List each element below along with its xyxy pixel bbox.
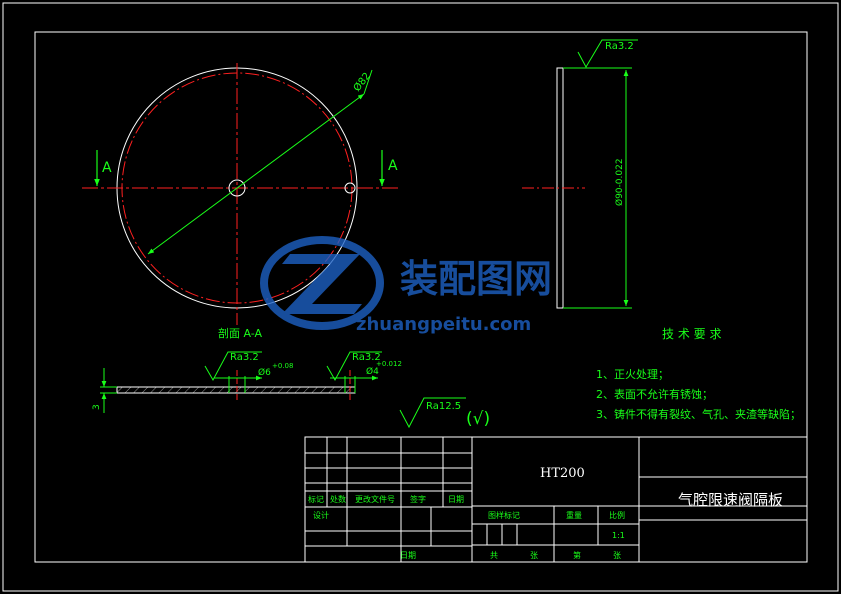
thickness-label: 3 [92, 404, 102, 410]
hole-right-dim-label: Ø4 [366, 366, 379, 377]
material-label: HT200 [540, 466, 585, 481]
rev-header-file: 更改文件号 [355, 494, 395, 504]
section-title: 剖面 A-A [218, 326, 263, 340]
sheet-total-label: 共 [490, 551, 498, 560]
requirement-item: 1、正火处理； [596, 368, 669, 381]
sheet-total-unit: 张 [530, 551, 538, 560]
diameter-leader [363, 69, 373, 95]
side-view: Ø90-0.022 Ra3.2 [522, 39, 638, 309]
row-date: 日期 [400, 551, 416, 560]
section-mark-right: A [388, 158, 398, 174]
rev-header-count: 处数 [330, 494, 346, 504]
rev-header-mark: 标记 [308, 494, 324, 504]
scale-value: 1:1 [612, 531, 625, 540]
rev-header-sign: 签字 [410, 494, 426, 504]
roughness-section-right-symbol [326, 351, 382, 382]
sheet-index-label: 第 [573, 550, 581, 560]
section-view: 剖面 A-A Ra3.2 Ø6 +0.08 Ra3.2 Ø4 +0.012 3 [92, 326, 402, 413]
general-roughness-label: Ra12.5 [426, 401, 461, 412]
hole-right-tol-label: +0.012 [376, 360, 402, 368]
part-name: 气腔限速阀隔板 [678, 491, 783, 509]
roughness-side-label: Ra3.2 [605, 41, 634, 52]
section-hatch [117, 387, 355, 393]
watermark-url: zhuangpeitu.com [356, 314, 531, 335]
front-view: Ø82 A A [82, 63, 398, 325]
rev-header-date: 日期 [448, 495, 464, 504]
roughness-section-left-symbol [204, 351, 262, 382]
diameter-label: Ø82 [351, 70, 373, 94]
roughness-section-left-label: Ra3.2 [230, 352, 259, 363]
hole-left-dim-label: Ø6 [258, 367, 271, 378]
requirement-item: 3、铸件不得有裂纹、气孔、夹渣等缺陷； [596, 407, 801, 421]
watermark-logo-z [282, 254, 362, 314]
section-mark-left: A [102, 160, 112, 176]
watermark: 装配图网 zhuangpeitu.com [260, 236, 552, 335]
roughness-side-symbol [577, 39, 638, 69]
diameter-dimension-line [147, 93, 365, 255]
watermark-logo-ring [260, 236, 384, 330]
general-roughness: Ra12.5 (√) [399, 397, 490, 429]
hole-left-tol-label: +0.08 [272, 362, 293, 370]
stage-header-marks: 图样标记 [488, 510, 520, 520]
general-roughness-symbol [399, 397, 466, 429]
row-design: 设计 [313, 510, 329, 520]
roughness-section-right-label: Ra3.2 [352, 352, 381, 363]
stage-header-scale: 比例 [609, 510, 625, 520]
general-roughness-bracket: (√) [466, 409, 490, 429]
stage-header-weight: 重量 [566, 510, 582, 520]
sheet-index-unit: 张 [613, 551, 621, 560]
title-block [304, 436, 808, 563]
side-diameter-label: Ø90-0.022 [614, 158, 625, 206]
requirement-item: 2、表面不允许有锈蚀； [596, 387, 713, 401]
watermark-brand: 装配图网 [400, 257, 552, 301]
title-block-text: 标记 处数 更改文件号 签字 日期 设计 日期 HT200 气腔限速阀隔板 图样… [308, 466, 783, 560]
technical-requirements: 技 术 要 求 1、正火处理； 2、表面不允许有锈蚀； 3、铸件不得有裂纹、气孔… [596, 327, 801, 421]
requirements-title: 技 术 要 求 [662, 327, 721, 341]
